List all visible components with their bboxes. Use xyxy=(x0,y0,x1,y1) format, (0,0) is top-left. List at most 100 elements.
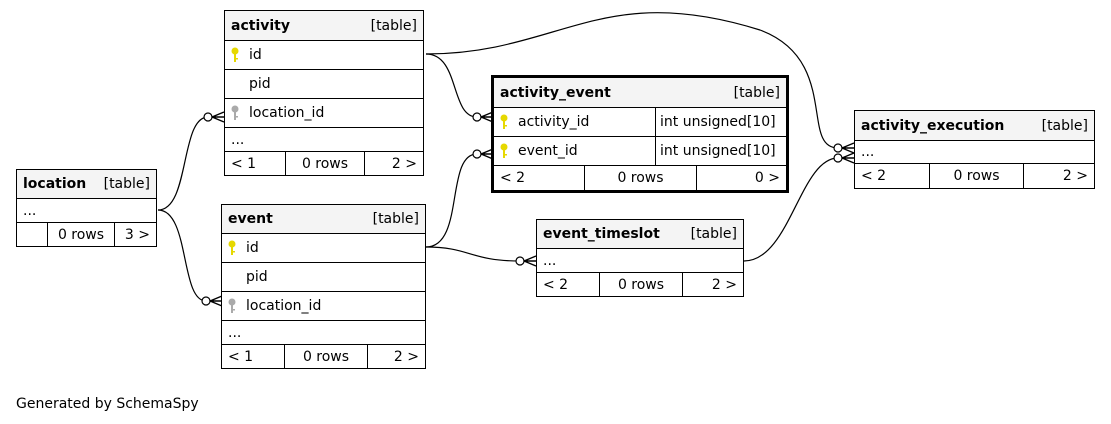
column-name: location_id xyxy=(249,105,325,121)
row-count: 0 rows xyxy=(584,166,697,190)
crowfoot xyxy=(841,142,855,154)
table-name: activity xyxy=(231,17,290,34)
link-activity-activity-event xyxy=(425,53,478,118)
children-link[interactable]: 2 > xyxy=(391,155,417,172)
crowfoot xyxy=(211,111,225,123)
table-event-timeslot[interactable]: event_timeslot [table] ... < 2 0 rows 2 … xyxy=(536,219,744,297)
parents-link[interactable]: < 2 xyxy=(500,170,526,186)
parents-link[interactable]: < 2 xyxy=(543,276,569,293)
column-row[interactable]: pid xyxy=(225,70,423,99)
crowfoot xyxy=(209,295,223,307)
column-type: int unsigned[10] xyxy=(655,108,786,136)
link-event-event-timeslot xyxy=(425,246,521,262)
table-event[interactable]: event [table] id pid location_id ... < 1… xyxy=(221,204,426,369)
column-row[interactable]: id xyxy=(225,41,423,70)
table-name: activity_event xyxy=(500,84,611,101)
table-activity-event[interactable]: activity_event [table] activity_id int u… xyxy=(491,75,789,193)
link-event-activity-event xyxy=(425,153,478,248)
table-header: activity_event [table] xyxy=(494,78,786,108)
parents-link[interactable]: < 2 xyxy=(861,168,887,184)
ellipsis: ... xyxy=(231,131,245,148)
primary-key-icon xyxy=(222,239,242,257)
column-name: pid xyxy=(246,269,268,285)
optional-circle xyxy=(201,296,211,306)
table-location[interactable]: location [table] ... 0 rows 3 > xyxy=(16,169,157,247)
ellipsis: ... xyxy=(861,144,875,160)
column-name: location_id xyxy=(246,298,322,314)
more-columns[interactable]: ... xyxy=(17,199,156,223)
column-row[interactable]: activity_id int unsigned[10] xyxy=(494,108,786,137)
row-count: 0 rows xyxy=(47,223,115,246)
parents-link[interactable] xyxy=(17,223,47,246)
parents-link[interactable]: < 1 xyxy=(231,155,257,172)
more-columns[interactable]: ... xyxy=(537,249,743,273)
table-footer: < 1 0 rows 2 > xyxy=(222,345,425,368)
table-name: event xyxy=(228,211,273,227)
link-location-event xyxy=(157,209,207,302)
table-type-label: [table] xyxy=(733,84,780,101)
children-link[interactable]: 2 > xyxy=(393,348,419,365)
optional-circle xyxy=(515,256,525,266)
table-footer: < 1 0 rows 2 > xyxy=(225,152,423,175)
table-type-label: [table] xyxy=(372,211,419,227)
column-row[interactable]: location_id xyxy=(222,292,425,321)
parents-link[interactable]: < 1 xyxy=(228,348,254,365)
more-columns[interactable]: ... xyxy=(222,321,425,345)
table-type-label: [table] xyxy=(103,176,150,192)
row-count: 0 rows xyxy=(599,273,683,296)
foreign-key-icon xyxy=(225,104,245,122)
primary-key-icon xyxy=(225,46,245,64)
column-row[interactable]: id xyxy=(222,234,425,263)
optional-circle xyxy=(472,112,482,122)
column-row[interactable]: pid xyxy=(222,263,425,292)
more-columns[interactable]: ... xyxy=(855,141,1094,164)
crowfoot xyxy=(523,255,537,267)
table-name: event_timeslot xyxy=(543,226,660,242)
column-name: id xyxy=(246,240,259,256)
table-header: location [table] xyxy=(17,170,156,199)
children-link[interactable]: 0 > xyxy=(754,170,780,186)
table-activity-execution[interactable]: activity_execution [table] ... < 2 0 row… xyxy=(854,110,1095,189)
ellipsis: ... xyxy=(543,252,557,269)
children-link[interactable]: 2 > xyxy=(1062,168,1088,184)
foreign-key-icon xyxy=(222,297,242,315)
optional-circle xyxy=(833,143,843,153)
table-type-label: [table] xyxy=(690,226,737,242)
crowfoot xyxy=(841,152,855,164)
table-activity[interactable]: activity [table] id pid location_id ... … xyxy=(224,10,424,176)
children-link[interactable]: 3 > xyxy=(124,226,150,243)
column-row[interactable]: event_id int unsigned[10] xyxy=(494,137,786,166)
column-name: event_id xyxy=(518,143,578,159)
table-header: event_timeslot [table] xyxy=(537,220,743,249)
optional-circle xyxy=(472,149,482,159)
optional-circle xyxy=(833,153,843,163)
table-footer: < 2 0 rows 2 > xyxy=(537,273,743,296)
link-event-timeslot-activity-execution xyxy=(743,157,839,262)
row-count: 0 rows xyxy=(284,345,368,368)
column-name: id xyxy=(249,47,262,63)
column-type: int unsigned[10] xyxy=(655,137,786,165)
table-footer: 0 rows 3 > xyxy=(17,223,156,246)
ellipsis: ... xyxy=(228,324,242,341)
table-footer: < 2 0 rows 0 > xyxy=(494,166,786,190)
primary-key-icon xyxy=(494,113,514,131)
children-link[interactable]: 2 > xyxy=(711,276,737,293)
table-type-label: [table] xyxy=(1041,117,1088,134)
link-activity-activity-execution xyxy=(425,12,839,149)
table-footer: < 2 0 rows 2 > xyxy=(855,164,1094,188)
column-row[interactable]: location_id xyxy=(225,99,423,128)
primary-key-icon xyxy=(494,142,514,160)
optional-circle xyxy=(203,112,213,122)
link-location-activity xyxy=(157,116,209,211)
table-header: activity_execution [table] xyxy=(855,111,1094,141)
column-name: pid xyxy=(249,76,271,92)
table-type-label: [table] xyxy=(370,17,417,34)
table-name: activity_execution xyxy=(861,117,1005,134)
row-count: 0 rows xyxy=(285,152,365,175)
row-count: 0 rows xyxy=(929,164,1024,188)
table-header: activity [table] xyxy=(225,11,423,41)
more-columns[interactable]: ... xyxy=(225,128,423,152)
generator-credit: Generated by SchemaSpy xyxy=(16,396,199,412)
column-name: activity_id xyxy=(518,114,590,130)
